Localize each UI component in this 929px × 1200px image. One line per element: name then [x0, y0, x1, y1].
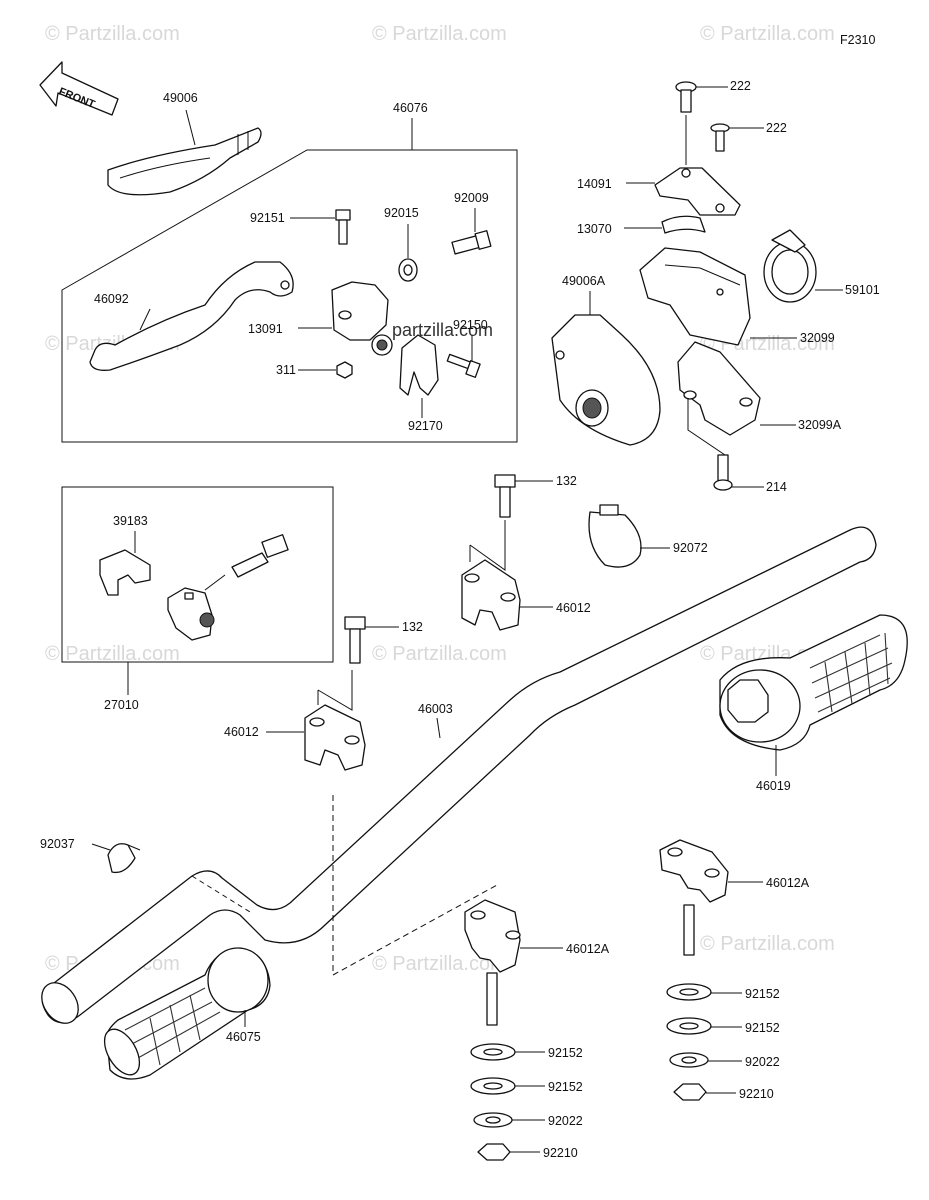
label-46075: 46075 [226, 1030, 261, 1044]
holder-46012A-center: 46012A [464, 899, 610, 1026]
screw-222-lower: 222 [710, 121, 787, 152]
handlebar-46003: 46003 [41, 526, 877, 1024]
label-92150: 92150 [453, 318, 488, 332]
label-311: 311 [276, 363, 296, 377]
clutch-lever-46092: 46092 [89, 261, 294, 371]
label-32099A: 32099A [798, 418, 842, 432]
label-13070: 13070 [577, 222, 612, 236]
screw-222-upper: 222 [675, 79, 751, 165]
screw-92009: 92009 [451, 191, 492, 255]
label-222-upper: 222 [730, 79, 751, 93]
watermark: © Partzilla.com [45, 23, 180, 45]
watermark: © Partzilla.com [45, 643, 180, 665]
label-92210-center: 92210 [543, 1146, 578, 1160]
throttle-pulley-59101: 59101 [763, 229, 880, 303]
label-132-lower: 132 [402, 620, 423, 634]
label-92009: 92009 [454, 191, 489, 205]
throttle-case-49006A: 49006A [551, 274, 661, 446]
watermark: © Partzilla.com [372, 643, 507, 665]
label-27010: 27010 [104, 698, 139, 712]
label-46012-lower: 46012 [224, 725, 259, 739]
grip-46075: 46075 [103, 947, 271, 1080]
label-46012A-center: 46012A [566, 942, 610, 956]
washer-stack-center: 92152 92152 92022 92210 [470, 1043, 583, 1161]
bolt-132-upper: 132 [494, 474, 577, 518]
label-92022-right: 92022 [745, 1055, 780, 1069]
throttle-cover-14091: 14091 [577, 167, 741, 216]
throttle-housing-32099: 32099 [639, 247, 835, 346]
bolt-92151: 92151 [250, 209, 351, 245]
label-39183: 39183 [113, 514, 148, 528]
label-49006A: 49006A [562, 274, 606, 288]
label-46092: 46092 [94, 292, 129, 306]
nut-311: 311 [276, 361, 353, 379]
bolt-92150: 92150 [446, 318, 488, 378]
throttle-housing-32099A: 32099A [677, 341, 842, 436]
clutch-group-frame [61, 149, 518, 443]
holder-46012-upper: 46012 [461, 520, 591, 631]
holder-46012-lower: 46012 [224, 670, 366, 771]
watermark: © Partzilla.com [700, 933, 835, 955]
watermark: © Partzilla.com [372, 23, 507, 45]
label-92152-right-b: 92152 [745, 1021, 780, 1035]
label-92152-right-a: 92152 [745, 987, 780, 1001]
label-46012A-right: 46012A [766, 876, 810, 890]
label-59101: 59101 [845, 283, 880, 297]
cable-tie-92072: 92072 [588, 504, 708, 568]
label-214: 214 [766, 480, 787, 494]
label-46019: 46019 [756, 779, 791, 793]
label-92151: 92151 [250, 211, 285, 225]
cable-guide-13070: 13070 [577, 215, 706, 236]
label-132-upper: 132 [556, 474, 577, 488]
grip-46019: 46019 [719, 614, 908, 793]
label-46003: 46003 [418, 702, 453, 716]
label-49006: 49006 [163, 91, 198, 105]
label-92210-right: 92210 [739, 1087, 774, 1101]
label-92170: 92170 [408, 419, 443, 433]
clamp-39183: 39183 [99, 514, 151, 596]
clip-92037: 92037 [40, 837, 141, 874]
label-92072: 92072 [673, 541, 708, 555]
label-14091: 14091 [577, 177, 612, 191]
grip-pattern [124, 987, 221, 1066]
lever-cover-49006: 49006 [107, 91, 262, 196]
label-46076: 46076 [393, 101, 428, 115]
label-222-lower: 222 [766, 121, 787, 135]
label-92152-center-b: 92152 [548, 1080, 583, 1094]
label-92152-center-a: 92152 [548, 1046, 583, 1060]
label-46012-upper: 46012 [556, 601, 591, 615]
label-92015: 92015 [384, 206, 419, 220]
bolt-132-lower: 132 [344, 616, 423, 664]
screw-214: 214 [687, 398, 787, 494]
label-32099: 32099 [800, 331, 835, 345]
washer-stack-right: 92152 92152 92022 92210 [666, 983, 780, 1101]
watermark: © Partzilla.com [372, 953, 507, 975]
washer-92015: 92015 [384, 206, 419, 282]
grip-pattern [809, 632, 893, 713]
label-92037: 92037 [40, 837, 75, 851]
watermark: © Partzilla.com [700, 23, 835, 45]
holder-46012A-right: 46012A [659, 839, 810, 956]
front-arrow-icon: FRONT [39, 61, 119, 116]
lever-holder-13091: 13091 [248, 281, 393, 356]
figure-code: F2310 [840, 33, 875, 47]
kill-switch-27010: 27010 [104, 534, 289, 712]
label-13091: 13091 [248, 322, 283, 336]
label-92022-center: 92022 [548, 1114, 583, 1128]
clamp-92170: 92170 [399, 334, 443, 433]
kill-switch-group-frame [61, 486, 334, 663]
